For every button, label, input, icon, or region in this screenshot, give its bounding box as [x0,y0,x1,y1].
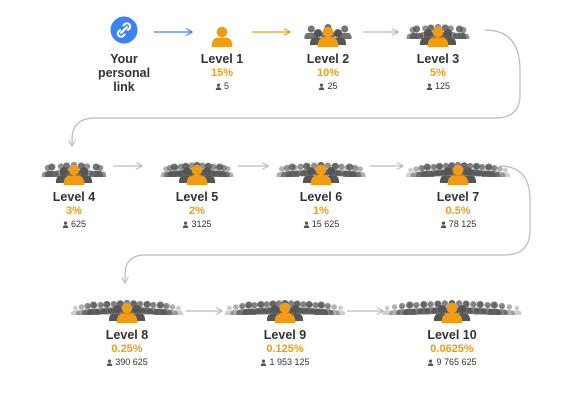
level-count: 390 625 [52,357,202,367]
person-mini-icon [183,221,189,229]
level-count-value: 390 625 [115,357,148,367]
person-mini-icon [303,221,310,229]
level-count: 3125 [122,219,272,229]
link-icon [110,16,138,44]
level-count: 625 [0,219,149,229]
level-label: Level 5 [175,190,219,204]
level-percent: 15% [210,67,234,79]
level-label: Level 10 [427,328,477,342]
level-percent: 3% [66,205,82,217]
person-mini-icon [62,221,69,229]
level-percent: 0.125% [266,343,304,355]
person-mini-icon [426,83,433,91]
personal-link-label-2: personal [97,66,151,80]
level-count-value: 15 625 [311,219,340,229]
crowd-icon [224,299,346,323]
person-mini-icon [261,359,267,367]
level-label: Level 8 [105,328,149,342]
level-label: Level 6 [299,190,343,204]
person-icon [211,26,233,47]
arrow-level7-to-level8 [125,165,531,283]
crowd-icon [160,161,234,185]
level-percent: 5% [430,67,446,79]
level-percent: 10% [316,67,340,79]
level-label: Level 9 [263,328,307,342]
level-count: 125 [363,81,513,91]
level-percent: 0.0625% [430,343,474,355]
level-label: Level 3 [416,52,460,66]
level-count: 25 [253,81,403,91]
level-label: Level 4 [52,190,96,204]
crowd-icon [276,161,366,185]
level-percent: 0.5% [445,205,471,217]
level-percent: 2% [189,205,205,217]
level-percent: 1% [313,205,329,217]
person-mini-icon [319,83,325,91]
level-count: 15 625 [246,219,396,229]
level-label: Level 2 [306,52,350,66]
level-count: 9 765 625 [377,357,527,367]
crowd-icon [406,23,470,47]
level-count-value: 1 953 125 [269,357,310,367]
level-count-value: 625 [70,219,87,229]
level-label: Level 7 [436,190,480,204]
person-mini-icon [440,221,447,229]
crowd-icon [41,161,107,185]
personal-link-label-3: link [113,80,135,94]
crowd-icon [70,299,184,323]
level-count-value: 78 125 [448,219,477,229]
level-count: 78 125 [383,219,533,229]
level-count: 5 [147,81,297,91]
personal-link-label-1: Your [110,52,138,66]
person-mini-icon [106,359,113,367]
person-mini-icon [428,359,434,367]
level-percent: 0.25% [111,343,143,355]
level-count-value: 125 [434,81,451,91]
level-count-value: 9 765 625 [436,357,477,367]
level-label: Level 1 [200,52,244,66]
level-count: 1 953 125 [210,357,360,367]
level-count-value: 5 [223,81,229,91]
person-mini-icon [215,83,222,91]
level-count-value: 3125 [191,219,212,229]
crowd-icon [304,23,352,47]
crowd-icon [405,161,511,185]
crowd-icon [382,299,522,323]
arrow-level3-to-level4 [72,29,521,146]
level-count-value: 25 [327,81,338,91]
